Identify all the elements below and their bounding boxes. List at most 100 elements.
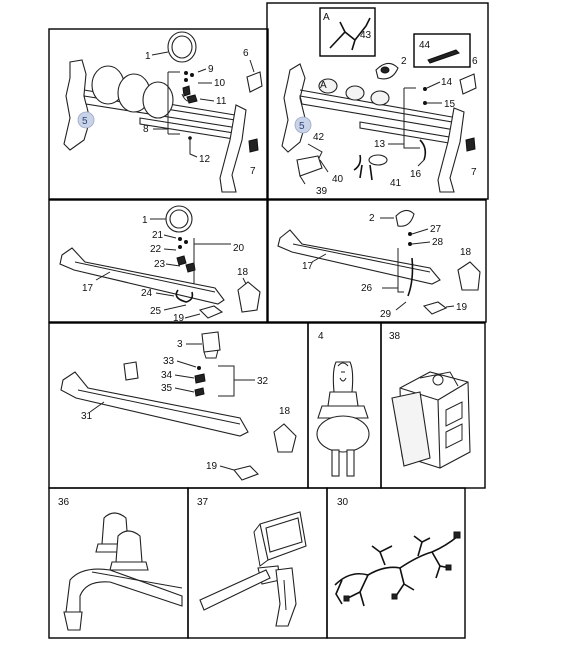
bracket-part-39 [296, 155, 323, 177]
panel-3: 1 21 22 23 20 17 18 24 25 19 [48, 199, 269, 324]
label-36: 36 [58, 497, 70, 508]
label-7: 7 [250, 166, 256, 177]
label-A-inset: A [323, 12, 330, 23]
inset-a-frame [319, 7, 376, 57]
pad-part-2 [459, 73, 477, 95]
worklamp-mount-part [199, 511, 307, 627]
panel-4-frame [266, 199, 487, 323]
panel-2: A 43 44 2 6 A 5 14 15 [266, 2, 489, 200]
label-38: 38 [389, 331, 401, 342]
callout-5b [294, 116, 312, 134]
tie-strap-part [427, 49, 460, 64]
label-13: 13 [374, 139, 386, 150]
inset-44-frame [413, 33, 471, 68]
label-1c: 1 [142, 215, 148, 226]
label-31: 31 [81, 411, 93, 422]
panel-1-frame [48, 28, 269, 200]
label-30: 30 [337, 497, 349, 508]
panel-7: 38 [380, 322, 486, 489]
lamp-part-2d [395, 209, 415, 227]
panel-8: 36 [48, 487, 189, 639]
label-2d: 2 [369, 213, 375, 224]
label-24: 24 [141, 288, 153, 299]
label-8: 8 [143, 124, 149, 135]
label-32: 32 [257, 376, 269, 387]
wiring-harness-part [334, 531, 461, 607]
plate-part-19d [422, 301, 448, 315]
panel-3-frame [48, 199, 269, 323]
callout-5 [77, 111, 95, 129]
label-35: 35 [161, 383, 173, 394]
light-bar-assembly-2 [281, 63, 465, 193]
label-21: 21 [152, 230, 164, 241]
label-20: 20 [233, 243, 245, 254]
plate-part-19 [198, 305, 224, 319]
light-bar-assembly [63, 59, 247, 193]
label-37: 37 [197, 497, 209, 508]
panel-10-frame [326, 487, 466, 639]
label-1: 1 [145, 51, 151, 62]
label-15: 15 [444, 99, 456, 110]
label-18: 18 [237, 267, 249, 278]
label-19e: 19 [206, 461, 218, 472]
halogen-bulb-part [316, 361, 370, 477]
label-34: 34 [161, 370, 173, 381]
label-12: 12 [199, 154, 211, 165]
crossbar-part-31 [60, 371, 249, 437]
panel-9-frame [187, 487, 328, 639]
cover-part-18d [457, 261, 481, 291]
label-40: 40 [332, 174, 344, 185]
panel-9: 37 [187, 487, 328, 639]
label-41: 41 [390, 178, 402, 189]
label-5b: 5 [299, 121, 305, 132]
panel-6: 4 [307, 322, 382, 489]
label-18e: 18 [279, 406, 291, 417]
label-43: 43 [360, 30, 372, 41]
label-17d: 17 [302, 261, 314, 272]
label-26: 26 [361, 283, 373, 294]
panel-10: 30 [326, 487, 466, 639]
plate-part-19e [233, 465, 259, 481]
label-23: 23 [154, 259, 166, 270]
panel-5: 3 33 34 35 32 31 18 19 [48, 322, 309, 489]
label-17: 17 [82, 283, 94, 294]
label-7b: 7 [471, 167, 477, 178]
connector-part-41 [368, 154, 388, 166]
label-3: 3 [177, 339, 183, 350]
label-11: 11 [216, 96, 227, 107]
cover-part-18e [273, 423, 297, 453]
beacon-mount-part [63, 512, 183, 631]
label-44: 44 [419, 40, 431, 51]
label-19d: 19 [456, 302, 468, 313]
label-33: 33 [163, 356, 175, 367]
lamp-mounted-31 [123, 361, 139, 381]
label-16: 16 [410, 169, 422, 180]
panel-1: 5 1 6 9 10 11 8 12 7 [48, 28, 269, 200]
label-22: 22 [150, 244, 162, 255]
label-19: 19 [173, 313, 185, 324]
switch-part [391, 371, 471, 469]
label-39: 39 [316, 186, 328, 197]
label-25: 25 [150, 306, 162, 317]
cover-part-18 [237, 281, 261, 313]
label-6b: 6 [472, 56, 478, 67]
panel-4: 2 27 28 17 18 26 29 19 [266, 199, 487, 323]
label-5: 5 [82, 116, 88, 127]
lamp-part-3 [201, 331, 221, 353]
label-42: 42 [313, 132, 325, 143]
label-29: 29 [380, 309, 392, 320]
label-A: A [320, 80, 327, 91]
label-9: 9 [208, 64, 214, 75]
label-10: 10 [214, 78, 226, 89]
label-28: 28 [432, 237, 444, 248]
label-4: 4 [318, 331, 324, 342]
label-18d: 18 [460, 247, 472, 258]
pad-part [246, 71, 263, 93]
clip-part [248, 138, 259, 153]
label-14: 14 [441, 77, 453, 88]
label-27: 27 [430, 224, 442, 235]
label-6: 6 [243, 48, 249, 59]
panel-2-frame [266, 2, 489, 200]
label-2: 2 [401, 56, 407, 67]
